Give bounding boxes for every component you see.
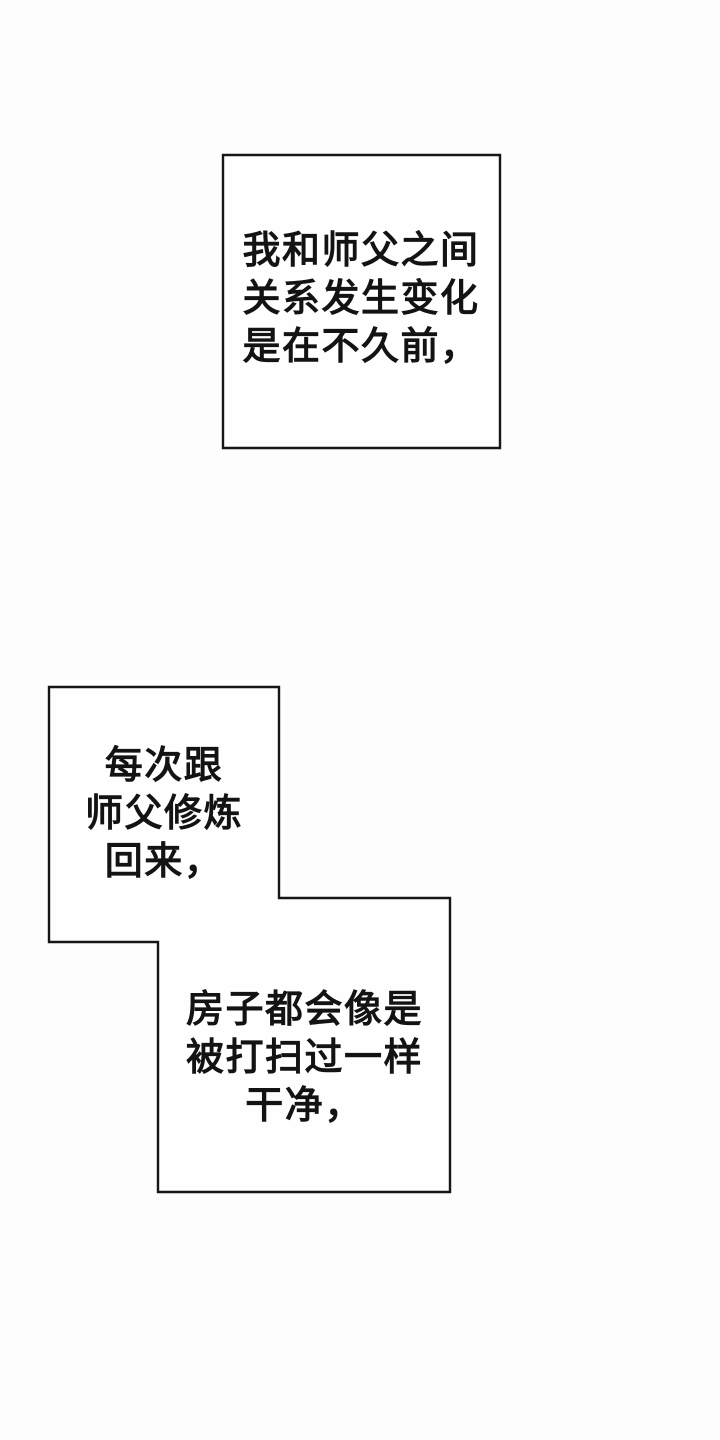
narration-box-top [221,153,502,450]
text-line: 关系发生变化 [242,278,480,320]
narration-box-merged [47,685,452,1194]
narration-text-left: 每次跟 师父修炼 回来， [48,742,280,886]
narration-text-top: 我和师父之间 关系发生变化 是在不久前， [221,227,501,371]
text-line: 我和师父之间 [242,230,480,272]
text-line: 回来， [104,841,224,883]
narration-text-bottom: 房子都会像是 被打扫过一样 干净， [158,986,451,1130]
text-line: 房子都会像是 [185,989,423,1031]
text-line: 每次跟 [104,745,224,787]
text-line: 是在不久前， [242,326,480,368]
text-line: 干净， [245,1085,364,1127]
text-line: 被打扫过一样 [185,1037,423,1079]
text-line: 师父修炼 [84,793,243,835]
